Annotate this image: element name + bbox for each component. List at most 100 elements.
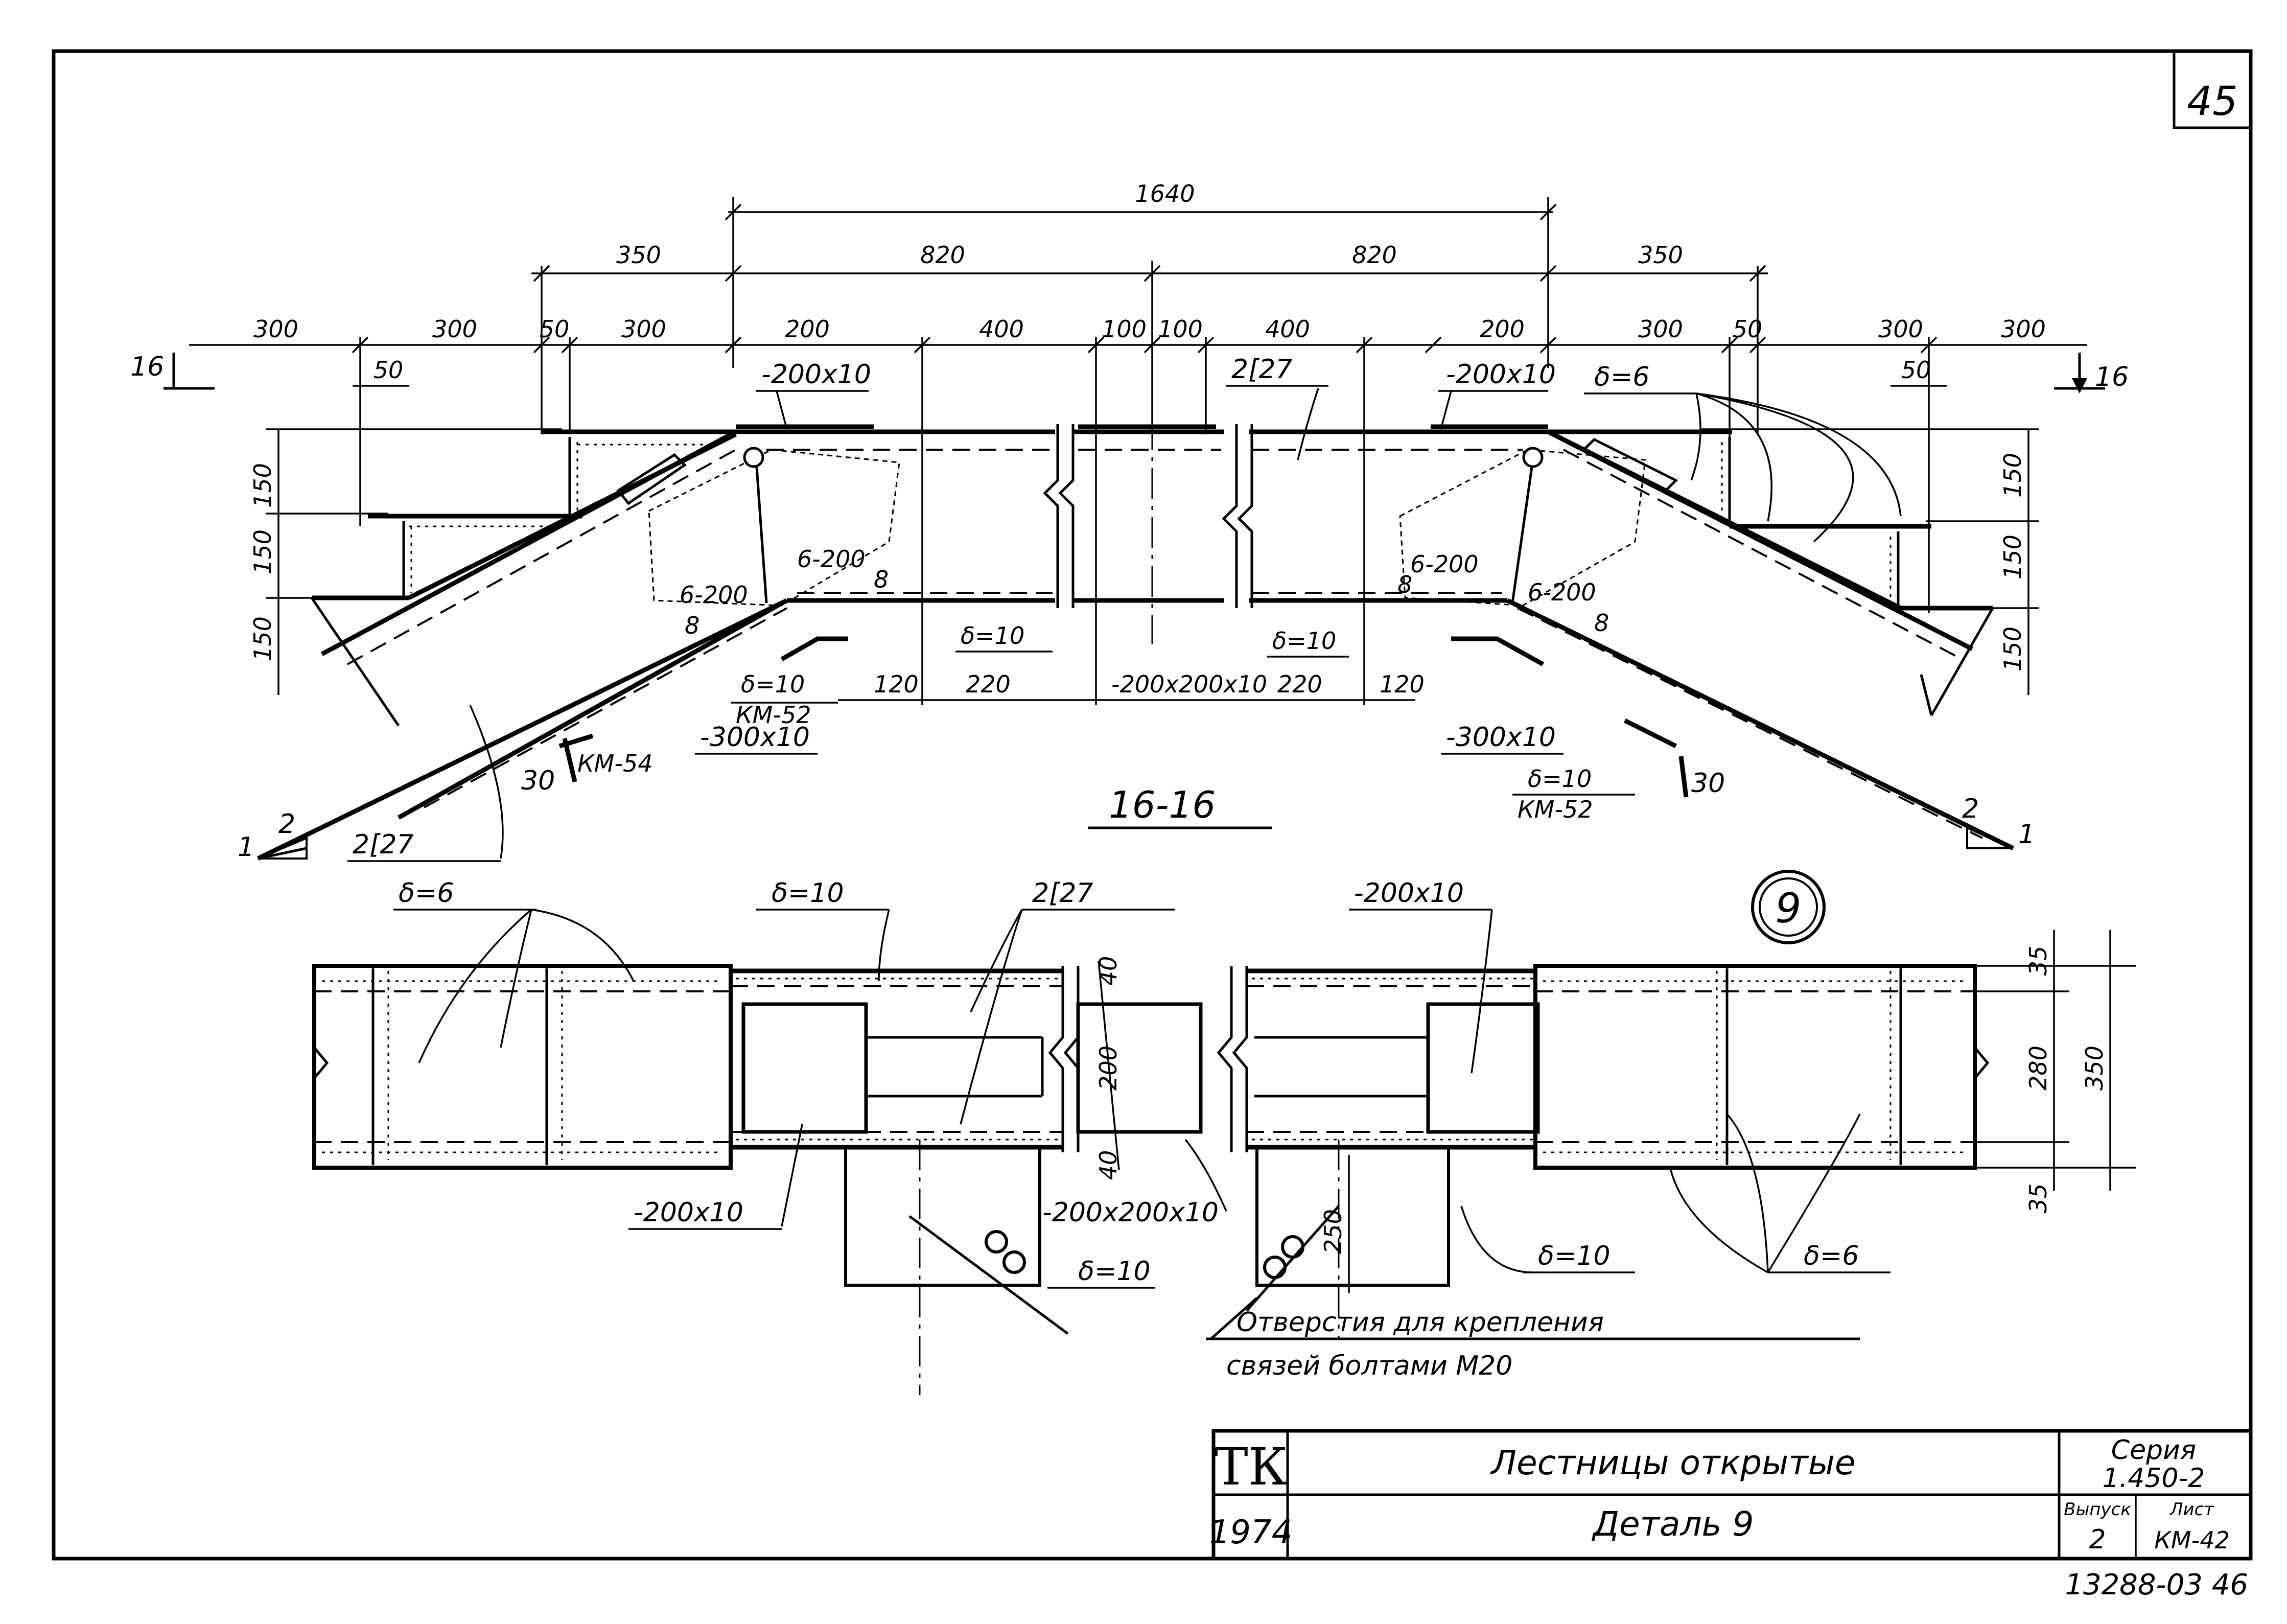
bent-plate-right <box>1451 636 1545 666</box>
dim-400-b: 400 <box>1265 315 1310 343</box>
slope-triangle-right <box>1966 826 2014 849</box>
dim-120-a: 120 <box>874 670 919 698</box>
cut-marker-left: 16 <box>130 352 215 390</box>
dim-300-c: 300 <box>621 315 666 343</box>
cut-number-right: 16 <box>2095 362 2129 392</box>
plan-dim-350: 350 <box>2081 1046 2108 1091</box>
title-issue-value: 2 <box>2089 1524 2106 1555</box>
detail-number: 9 <box>1776 885 1802 932</box>
rib-6-200-b: 6-200 <box>797 545 866 573</box>
dimension-chains: 1640 820 820 350 350 300 300 50 300 200 … <box>189 180 2087 705</box>
label-plate-300x10-left: -300x10 <box>700 722 810 753</box>
plan-plate-200x10-top: -200x10 <box>1354 878 1464 909</box>
label-num-30-left: 30 <box>521 765 555 796</box>
dim-300-f: 300 <box>2001 315 2046 343</box>
sheet-number-box: 45 <box>2173 51 2251 129</box>
dim-220-b: 220 <box>1277 670 1322 698</box>
vertical-dimensions-right: 150 150 150 <box>1701 428 2039 695</box>
plan-dimensions: 35 280 350 35 40 200 40 250 <box>1094 930 2136 1293</box>
label-delta10-d: δ=10 <box>1528 765 1592 793</box>
plan-delta6-bottom: δ=6 <box>1804 1241 1859 1271</box>
label-km52-right: КМ-52 <box>1518 796 1593 823</box>
label-channel-bottom-left: 2[27 <box>353 829 414 860</box>
dim-400-a: 400 <box>979 315 1024 343</box>
title-series-value: 1.450-2 <box>2103 1463 2205 1494</box>
label-plate-200x200x10-top: -200x200x10 <box>1111 670 1267 698</box>
plan-plate-200x10-bottom: -200x10 <box>634 1197 743 1228</box>
dim-220-a: 220 <box>966 670 1011 698</box>
slope-2-right: 2 <box>1962 794 1979 824</box>
dim-300-a: 300 <box>253 315 298 343</box>
label-delta10-a: δ=10 <box>961 622 1024 649</box>
plan-labels: δ=6 δ=10 2[27 -200x10 -200x10 -200x200x1… <box>393 878 1891 1289</box>
label-plate-200x10-right: -200x10 <box>1446 359 1556 390</box>
note-line-2: связей болтами М20 <box>1226 1351 1512 1381</box>
label-km54: КМ-54 <box>577 750 652 777</box>
dim-50-a: 50 <box>540 315 570 343</box>
weld-8-b: 8 <box>874 566 889 593</box>
bolt-hole-note: Отверстия для крепления связей болтами М… <box>1206 1297 1860 1381</box>
label-plate-200x10-left: -200x10 <box>761 359 871 390</box>
dim-300-e: 300 <box>1878 315 1923 343</box>
slope-2-left: 2 <box>278 809 295 840</box>
dim-50-small-left: 50 <box>374 356 404 384</box>
cut-number-left: 16 <box>130 352 164 382</box>
plan-delta10-b: δ=10 <box>1538 1241 1611 1271</box>
weld-8-a: 8 <box>685 612 699 639</box>
plan-dim-35-top: 35 <box>2024 946 2052 976</box>
dim-200-b: 200 <box>1480 315 1525 343</box>
bent-plate-left <box>780 636 848 661</box>
dim-half-left: 820 <box>920 241 965 269</box>
title-sub: Деталь 9 <box>1591 1504 1754 1544</box>
vdim-150-c: 150 <box>249 616 276 661</box>
plan-center <box>731 966 1540 1395</box>
label-delta10-b: δ=10 <box>1272 627 1336 655</box>
label-delta6-top: δ=6 <box>1594 362 1649 392</box>
title-block: ТК 1974 Лестницы открытые Деталь 9 Серия… <box>1209 1429 2253 1561</box>
section-16-16: 1640 820 820 350 350 300 300 50 300 200 … <box>130 180 2129 863</box>
left-steps <box>312 429 736 600</box>
vdim-150-b: 150 <box>249 529 276 574</box>
label-km52-left: КМ-52 <box>736 701 811 729</box>
plan-dim-40-top: 40 <box>1094 956 1122 986</box>
vertical-dimensions-left: 150 150 150 <box>249 428 562 695</box>
cut-30-right-line <box>1623 718 1677 749</box>
rib-6-200-d: 6-200 <box>1528 578 1596 606</box>
plan-dim-250: 250 <box>1319 1209 1347 1254</box>
vdim-150-d: 150 <box>1999 453 2026 498</box>
dim-100-b: 100 <box>1158 315 1203 343</box>
title-series-label: Серия <box>2111 1435 2196 1466</box>
label-num-30-right: 30 <box>1691 768 1725 799</box>
dim-350-right: 350 <box>1638 241 1683 269</box>
plan-dim-280: 280 <box>2024 1046 2052 1091</box>
left-gusset: 6-200 6-200 8 8 <box>648 447 900 639</box>
section-title: 16-16 <box>1109 783 1216 826</box>
label-plate-300x10-right: -300x10 <box>1446 722 1556 753</box>
dim-200-a: 200 <box>785 315 830 343</box>
slope-triangle-left <box>258 836 308 860</box>
dim-half-right: 820 <box>1352 241 1397 269</box>
plan-dim-40-bottom: 40 <box>1094 1150 1122 1180</box>
label-delta10-c: δ=10 <box>741 670 805 698</box>
weld-8-c: 8 <box>1397 571 1412 598</box>
dim-300-b: 300 <box>432 315 477 343</box>
title-sheet-label: Лист <box>2169 1499 2214 1520</box>
rib-6-200-c: 6-200 <box>1410 550 1479 578</box>
vdim-150-f: 150 <box>1999 627 2026 671</box>
sheet-frame <box>52 49 2253 1561</box>
plan-left-block <box>312 964 733 1170</box>
vdim-150-a: 150 <box>249 463 276 508</box>
dim-300-d: 300 <box>1638 315 1683 343</box>
vdim-150-e: 150 <box>1999 535 2026 579</box>
dim-100-a: 100 <box>1102 315 1147 343</box>
rib-6-200-a: 6-200 <box>680 581 748 609</box>
dim-overall: 1640 <box>1135 180 1195 207</box>
plan-delta10-top: δ=10 <box>772 878 844 909</box>
dim-50-small-right: 50 <box>1901 356 1931 384</box>
section-labels: -200x10 2[27 -200x10 δ=6 δ=10 δ=10 -200x… <box>347 354 1902 862</box>
title-sheet-value: КМ-42 <box>2154 1526 2229 1554</box>
title-main: Лестницы открытые <box>1490 1443 1856 1482</box>
plan-plate-200x200x10: -200x200x10 <box>1042 1197 1219 1228</box>
plan-view: 9 <box>312 870 2136 1395</box>
title-org: ТК <box>1214 1437 1288 1497</box>
